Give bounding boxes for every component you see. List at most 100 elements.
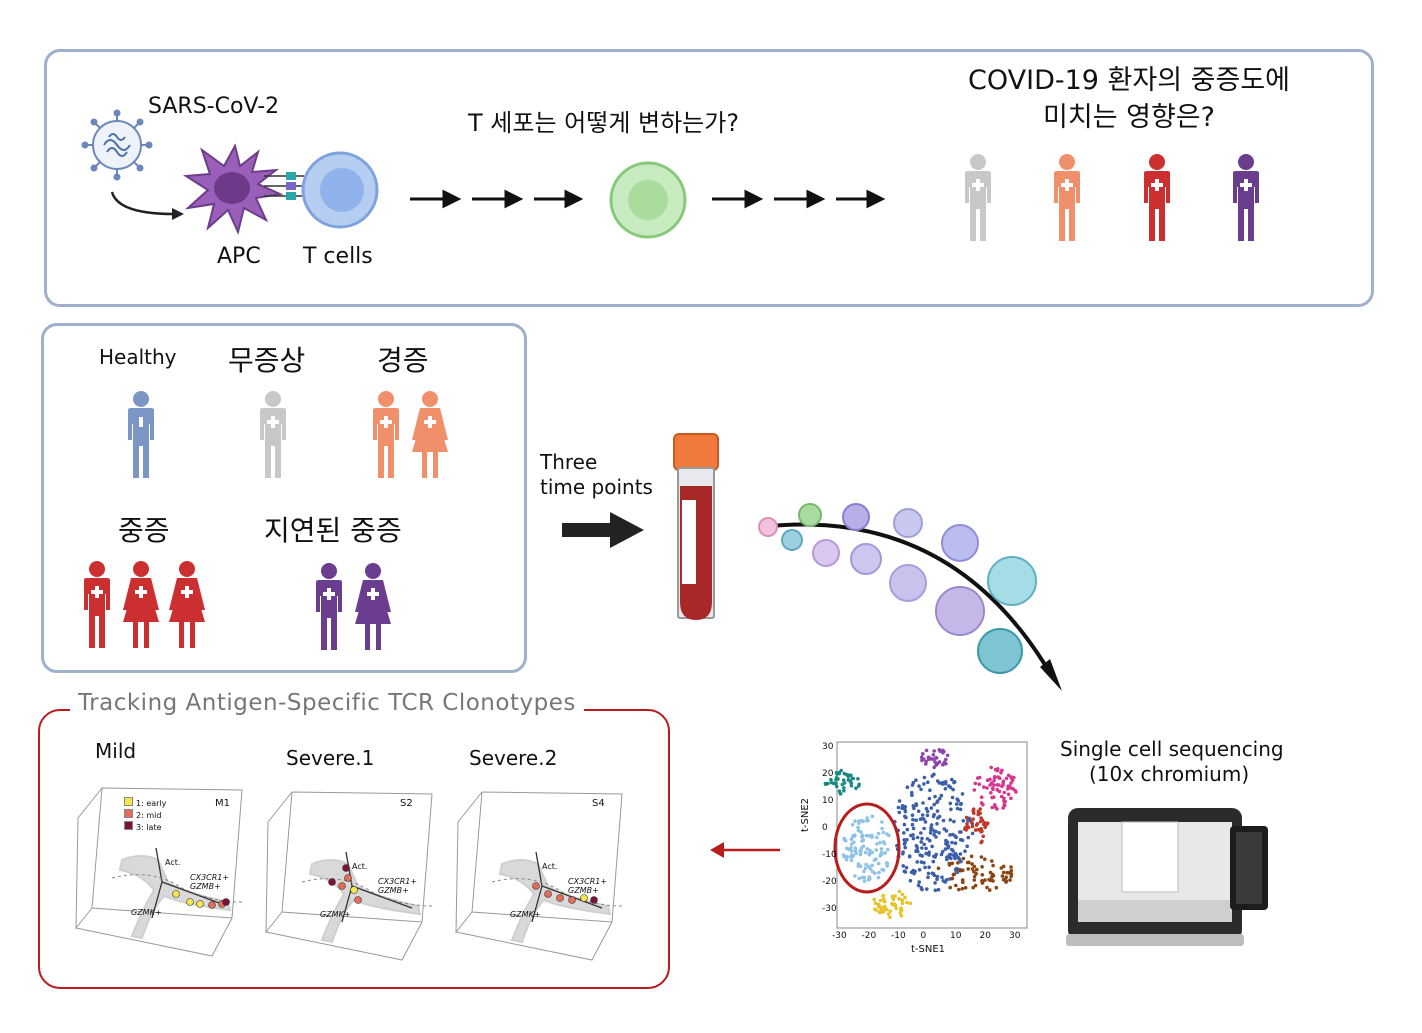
tsne-point <box>873 871 877 875</box>
tsne-point <box>920 887 924 892</box>
tsne-point <box>924 851 928 856</box>
tsne-point <box>989 791 993 795</box>
tsne-point <box>986 821 990 825</box>
tsne-point <box>934 756 939 760</box>
tsne-point <box>926 780 930 784</box>
tsne-point <box>1009 775 1013 780</box>
tsne-point <box>950 777 954 782</box>
trajectory-plot-severe2 <box>455 791 623 961</box>
tsne-plot <box>823 741 1028 929</box>
tsne-point <box>960 838 965 843</box>
tsne-point <box>941 762 945 767</box>
tsne-point <box>950 876 955 881</box>
tsne-point <box>868 848 872 853</box>
tsne-point <box>959 801 963 806</box>
tsne-point <box>948 818 953 822</box>
clonotype-point <box>590 896 598 904</box>
question-severity: COVID-19 환자의 중증도에 미치는 영향은? <box>968 62 1290 136</box>
tsne-point <box>945 878 949 882</box>
tsne-point <box>1009 781 1013 785</box>
tsne-point <box>904 815 908 820</box>
tsne-point <box>885 832 889 836</box>
trajectory-guide <box>491 878 623 907</box>
tsne-point <box>948 801 953 806</box>
tsne-point <box>859 846 864 851</box>
tsne-point <box>905 827 910 832</box>
tsne-point <box>926 875 930 880</box>
tsne-point <box>944 838 948 843</box>
tsne-point <box>865 847 870 851</box>
tsne-xtick: -10 <box>891 931 906 941</box>
cube-left <box>265 791 293 934</box>
tsne-point <box>850 823 855 827</box>
tsne-point <box>942 827 947 831</box>
clonotype-point <box>186 898 194 906</box>
tsne-point <box>844 857 849 862</box>
tsne-point <box>980 865 984 869</box>
progress-arrows-1 <box>410 189 584 209</box>
tsne-point <box>884 907 889 912</box>
cube-left <box>455 791 483 934</box>
cube-left <box>75 787 103 930</box>
tsne-point <box>944 757 948 762</box>
tsne-point <box>996 767 1000 771</box>
tsne-point <box>924 762 928 766</box>
tsne-point <box>890 894 895 899</box>
changed-t-cell-icon <box>609 161 687 239</box>
question-severity-line1: COVID-19 환자의 중증도에 <box>968 65 1290 96</box>
tsne-point <box>880 820 884 824</box>
tsne-point <box>1001 870 1006 875</box>
tsne-point <box>952 819 956 824</box>
tsne-point <box>876 831 881 836</box>
tsne-point <box>842 836 846 841</box>
tsne-point <box>907 854 912 858</box>
tsne-point <box>860 839 864 843</box>
tracking-title: Tracking Antigen-Specific TCR Clonotypes <box>70 690 584 716</box>
tsne-point <box>929 828 933 832</box>
tsne-point <box>978 811 982 816</box>
tsne-point <box>856 784 861 788</box>
tsne-point <box>925 809 930 814</box>
group-asymptomatic-label: 무증상 <box>228 344 306 377</box>
tsne-point <box>982 820 987 825</box>
tsne-xtick: 20 <box>979 931 991 941</box>
tsne-ytick: 0 <box>822 823 828 833</box>
person-icon-severe-female-1 <box>123 561 159 648</box>
tsne-point <box>904 865 909 870</box>
tsne-point <box>976 827 981 832</box>
tsne-point <box>992 779 996 783</box>
person-icon-severe-male <box>84 561 110 648</box>
tsne-point <box>849 858 854 863</box>
clonotype-point <box>350 886 358 894</box>
tsne-point <box>900 898 904 903</box>
tsne-point <box>982 785 986 789</box>
tsne-point <box>881 868 886 872</box>
legend-early: 1: early <box>124 797 166 809</box>
tsne-ytick: -30 <box>822 904 837 914</box>
virus-label: SARS-CoV-2 <box>148 94 280 119</box>
tsne-point <box>929 823 934 827</box>
tsne-point <box>983 857 987 861</box>
tsne-point <box>980 879 984 883</box>
tsne-point <box>870 833 874 838</box>
tsne-point <box>919 787 923 792</box>
timepoints-line1: Three <box>540 450 598 474</box>
label-cx3cr1-s1: CX3CR1+GZMB+ <box>378 877 417 895</box>
tsne-xtick: 10 <box>950 931 962 941</box>
panel-title-mild: Mild <box>95 739 137 763</box>
label-cx3cr1-mild: CX3CR1+GZMB+ <box>190 873 229 891</box>
tsne-point <box>908 878 913 883</box>
person-icon-mild-male <box>373 391 399 478</box>
tsne-point <box>900 901 905 906</box>
label-gzmk-s1: GZMK+ <box>320 910 351 919</box>
tsne-point <box>896 805 901 810</box>
label-act-s1: Act. <box>352 862 368 871</box>
tsne-point <box>951 787 955 792</box>
tsne-point <box>908 901 913 906</box>
virus-icon <box>81 109 153 181</box>
t-cell-icon <box>301 151 379 229</box>
tsne-point <box>948 785 953 790</box>
person-icon-severe-female-2 <box>169 561 205 648</box>
tsne-point <box>958 830 962 834</box>
tsne-point <box>997 789 1002 794</box>
